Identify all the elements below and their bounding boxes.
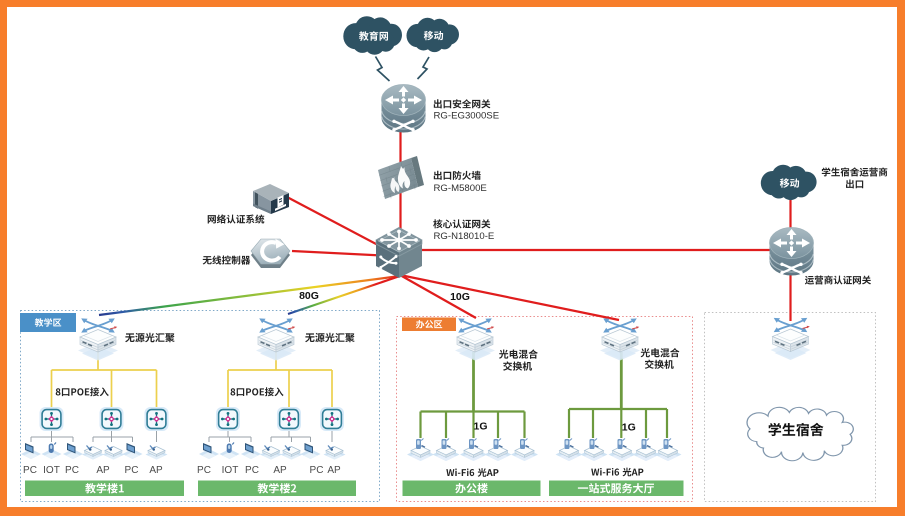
svg-text:1G: 1G bbox=[473, 421, 487, 433]
svg-text:RG-N18010-E: RG-N18010-E bbox=[434, 231, 495, 242]
svg-text:1G: 1G bbox=[622, 422, 636, 434]
svg-text:PC: PC bbox=[125, 465, 139, 476]
svg-text:AP: AP bbox=[327, 465, 341, 476]
svg-text:10G: 10G bbox=[450, 291, 470, 303]
svg-text:AP: AP bbox=[96, 465, 110, 476]
svg-text:RG-EG3000SE: RG-EG3000SE bbox=[434, 110, 500, 121]
svg-text:RG-M5800E: RG-M5800E bbox=[434, 183, 487, 194]
svg-text:PC: PC bbox=[310, 465, 324, 476]
svg-text:PC: PC bbox=[197, 465, 211, 476]
svg-text:80G: 80G bbox=[299, 290, 319, 302]
svg-text:AP: AP bbox=[149, 465, 163, 476]
svg-text:PC: PC bbox=[65, 465, 79, 476]
svg-text:AP: AP bbox=[273, 465, 287, 476]
svg-text:IOT: IOT bbox=[43, 465, 60, 476]
svg-text:PC: PC bbox=[23, 465, 37, 476]
svg-text:IOT: IOT bbox=[222, 465, 239, 476]
svg-text:PC: PC bbox=[245, 465, 259, 476]
